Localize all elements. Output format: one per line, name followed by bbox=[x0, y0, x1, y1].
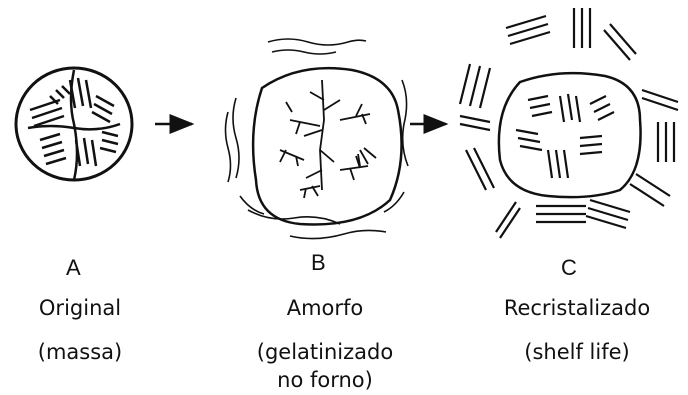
stage-c-letter: C bbox=[561, 255, 577, 281]
stage-c-subtitle: (shelf life) bbox=[482, 338, 672, 366]
retrograded-bundles-c bbox=[460, 8, 678, 238]
stage-c-title: Recristalizado bbox=[482, 294, 672, 322]
stage-a-title: Original bbox=[10, 294, 150, 322]
stage-a-subtitle: (massa) bbox=[10, 338, 150, 366]
stage-b-title: Amorfo bbox=[240, 294, 410, 322]
granule-b bbox=[226, 39, 409, 239]
crystallite-clusters-a bbox=[28, 70, 120, 180]
granule-a bbox=[16, 68, 132, 180]
stage-b-letter: B bbox=[311, 250, 326, 276]
amorphous-chains-b bbox=[280, 80, 376, 198]
crystallite-clusters-c bbox=[516, 94, 614, 178]
stage-b-subtitle-line2: no forno) bbox=[232, 366, 418, 394]
stage-a-letter: A bbox=[66, 255, 81, 281]
granule-c bbox=[460, 8, 678, 238]
stage-b-subtitle: (gelatinizado bbox=[232, 338, 418, 366]
